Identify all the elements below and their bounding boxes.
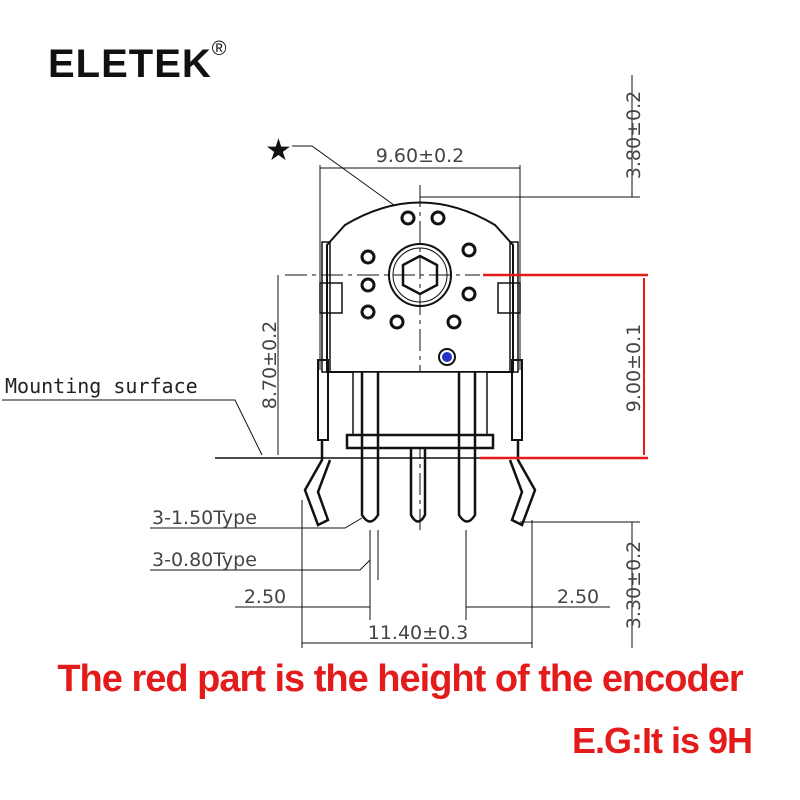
- dim-width-bottom: 11.40±0.3: [368, 622, 469, 644]
- mounting-surface-label: Mounting surface: [5, 374, 198, 398]
- pitch-left: 2.50: [244, 586, 286, 608]
- star-icon: ★: [265, 133, 292, 168]
- pin-narrow-label: 3-0.80Type: [152, 549, 257, 571]
- pitch-right: 2.50: [557, 586, 599, 608]
- dim-height-left: 8.70±0.2: [259, 321, 281, 409]
- registered-mark: ®: [211, 38, 228, 60]
- blue-dot: [442, 352, 452, 362]
- brand-logo: ELETEK®: [48, 38, 228, 87]
- caption-line1: The red part is the height of the encode…: [57, 658, 743, 700]
- dim-width-top: 9.60±0.2: [376, 145, 464, 167]
- brand-name: ELETEK: [48, 42, 212, 86]
- caption-line2: E.G:It is 9H: [571, 720, 753, 761]
- dim-bottom-offset: 3.30±0.2: [623, 541, 645, 629]
- dim-height-red: 9.00±0.1: [623, 324, 645, 412]
- pin-wide-label: 3-1.50Type: [152, 507, 257, 529]
- dim-top-offset: 3.80±0.2: [623, 91, 645, 179]
